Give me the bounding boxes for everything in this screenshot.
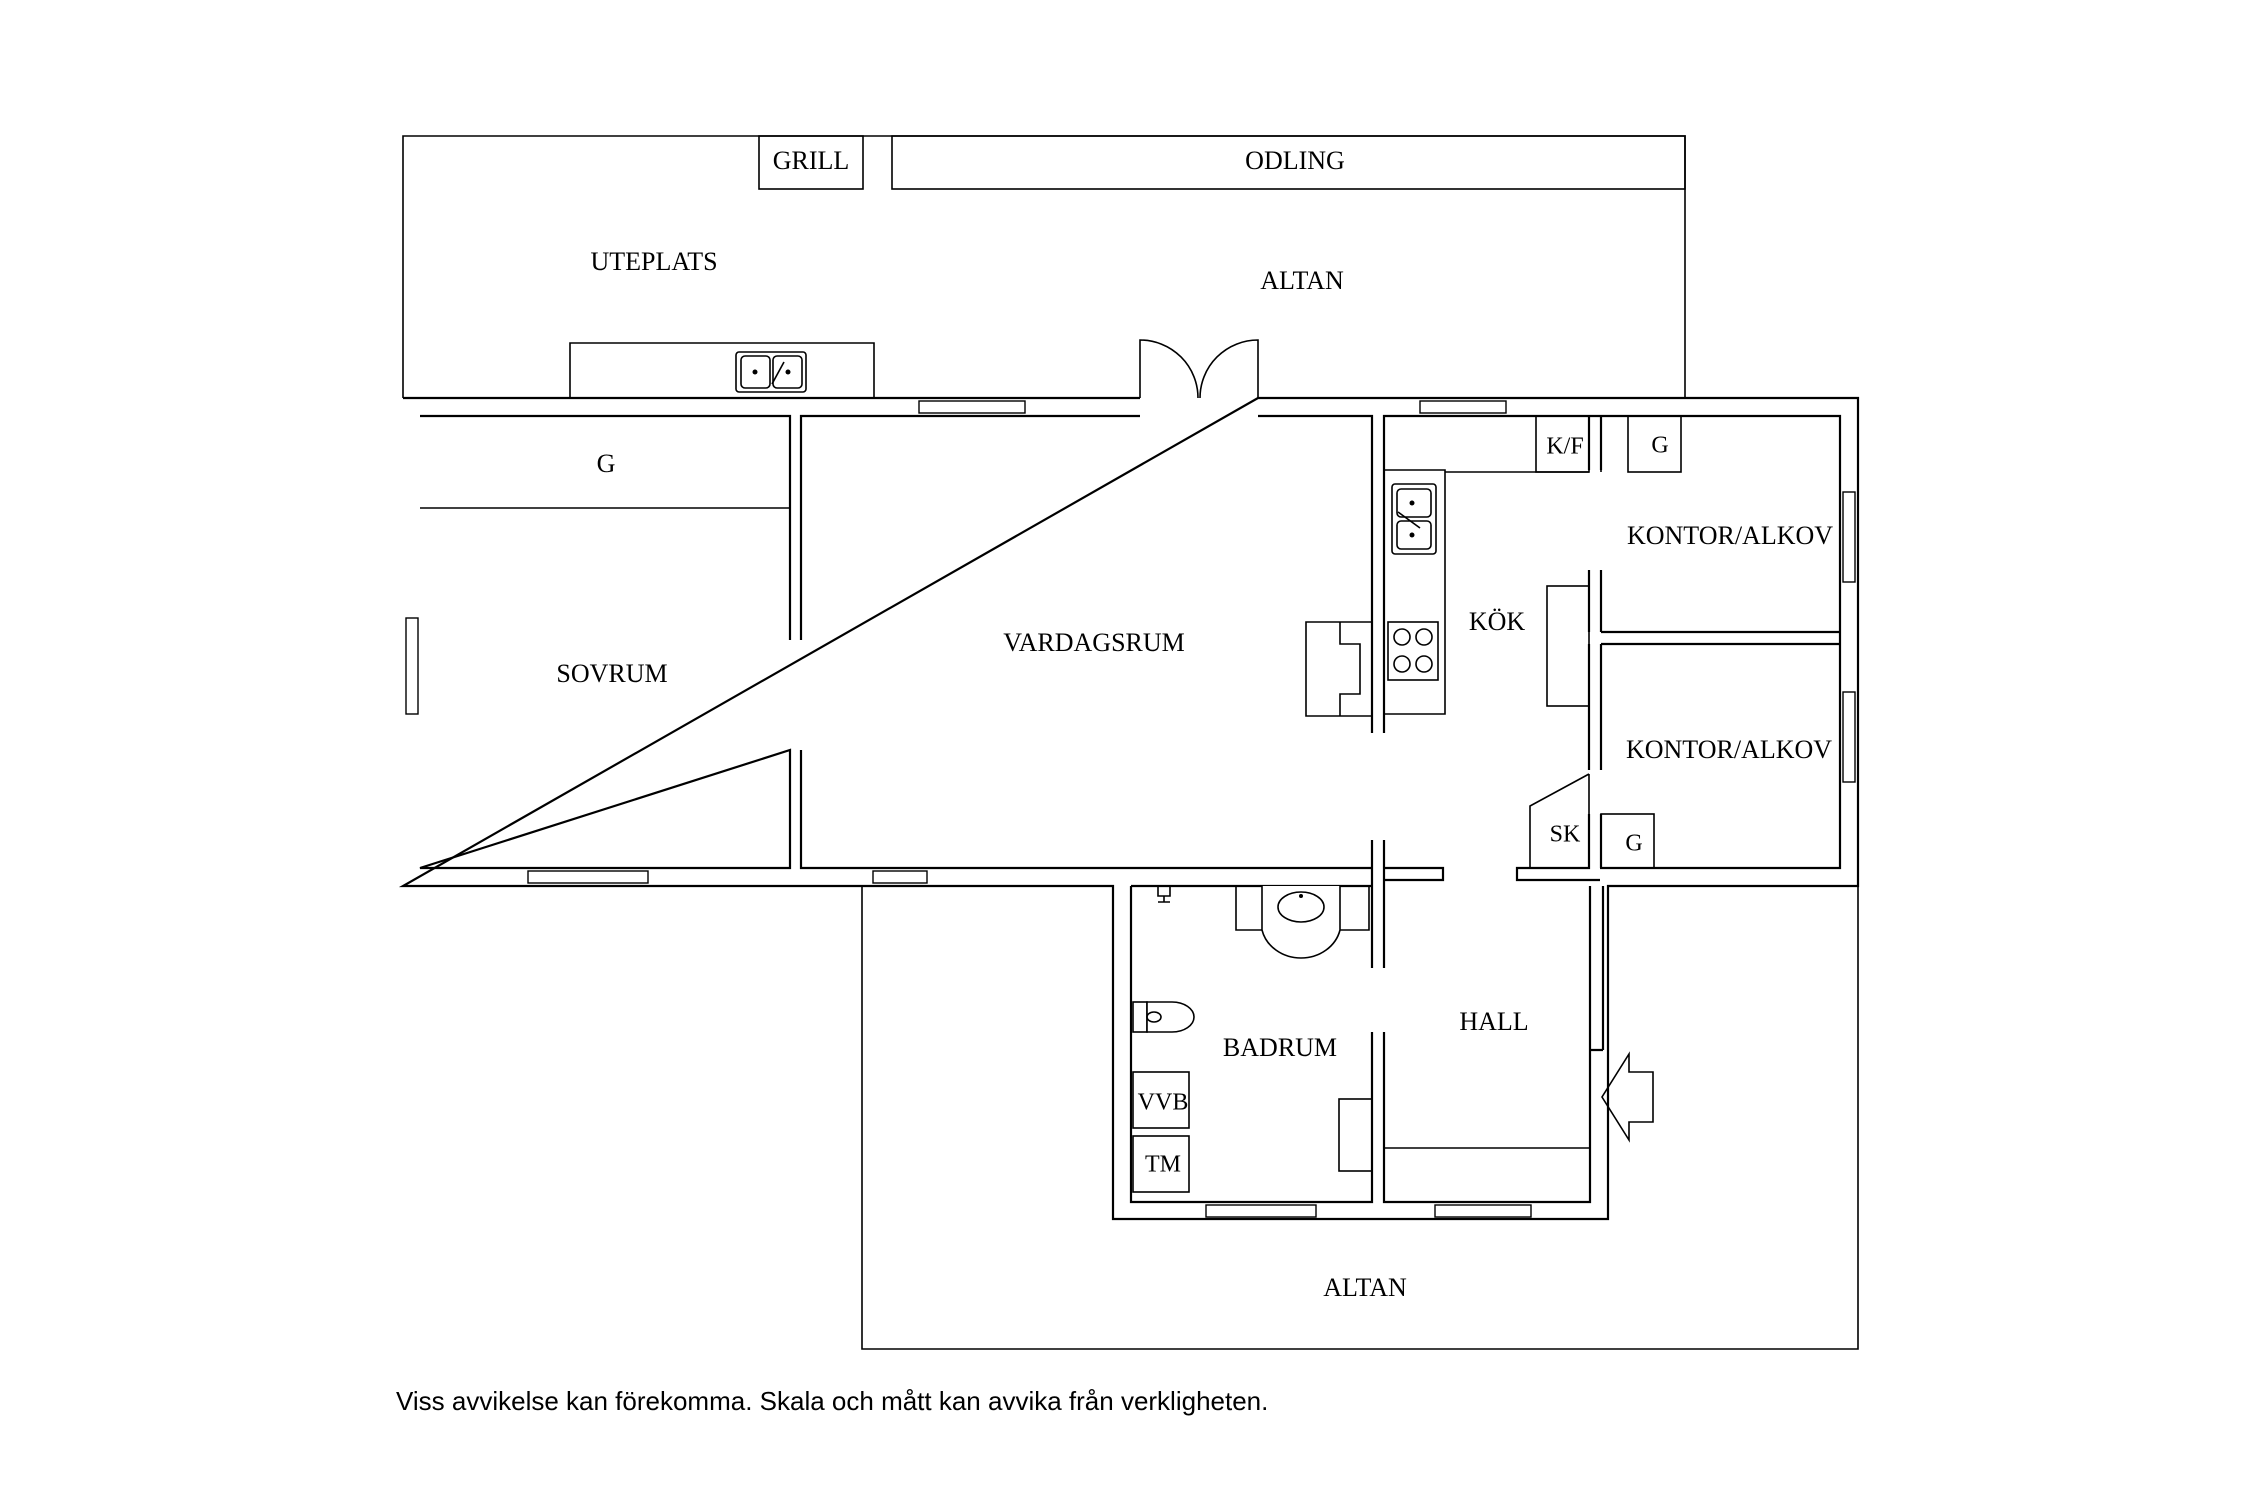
washer-box [1132, 1135, 1190, 1193]
label-vardagsrum: VARDAGSRUM [1003, 628, 1185, 657]
window-top-living [918, 400, 1026, 414]
label-g-bedroom: G [597, 449, 616, 478]
label-uteplats: UTEPLATS [590, 247, 717, 276]
window-right-office1 [1842, 491, 1856, 583]
label-kontor2: KONTOR/ALKOV [1626, 735, 1832, 764]
fridge-box [1535, 415, 1590, 473]
kitchen-sink-icon [1391, 483, 1437, 555]
odling-strip [891, 135, 1686, 190]
inner-wall-living [799, 414, 1374, 870]
inner-wall-bath-hall [1129, 840, 1605, 1204]
window-bottom-hall [1434, 1204, 1532, 1218]
outer-wall [398, 396, 1860, 1221]
wardrobe-box-kitchen [1627, 415, 1682, 473]
label-tm: TM [1145, 1152, 1181, 1178]
label-kf: K/F [1546, 434, 1583, 460]
windows [405, 400, 1856, 1218]
label-kontor1: KONTOR/ALKOV [1627, 521, 1833, 550]
shower-valve-icon [1157, 886, 1171, 903]
bottom-deck-outline [861, 886, 1859, 1350]
water-heater-box [1132, 1071, 1190, 1129]
bathroom-fixtures [1132, 886, 1373, 1193]
closet-sk [1529, 773, 1590, 868]
window-bottom-bedroom [527, 870, 649, 884]
outdoor-sink-icon [735, 351, 807, 393]
label-odling: ODLING [1245, 146, 1345, 175]
window-bottom-living [872, 870, 928, 884]
label-g-hall: G [1625, 831, 1642, 857]
office-fixtures [1529, 585, 1655, 869]
hall-fixtures [1384, 1051, 1654, 1149]
grill-box [758, 135, 864, 190]
label-badrum: BADRUM [1223, 1033, 1337, 1062]
outdoor-counter [569, 342, 875, 398]
inner-wall-left [419, 414, 792, 870]
label-sk: SK [1550, 822, 1581, 848]
label-hall: HALL [1459, 1007, 1528, 1036]
window-left-bedroom [405, 617, 419, 715]
double-door [1139, 339, 1259, 399]
kitchen-fixtures [1305, 415, 1682, 717]
inner-wall-kitchen [1382, 414, 1842, 870]
window-right-office2 [1842, 691, 1856, 783]
fireplace [1305, 621, 1372, 717]
outdoor-areas [402, 135, 1859, 1350]
stove-icon [1387, 621, 1439, 681]
label-grill: GRILL [773, 146, 850, 175]
bath-sink-icon [1261, 886, 1341, 959]
window-bottom-bath [1205, 1204, 1317, 1218]
disclaimer-text: Viss avvikelse kan förekomma. Skala och … [396, 1386, 1269, 1416]
label-sovrum: SOVRUM [556, 659, 667, 688]
label-kok: KÖK [1469, 607, 1526, 636]
room-labels: GRILL ODLING UTEPLATS ALTAN G SOVRUM VAR… [556, 146, 1833, 1302]
label-altan-top: ALTAN [1260, 266, 1344, 295]
office1-desk [1546, 585, 1590, 707]
label-vvb: VVB [1138, 1090, 1189, 1116]
entrance-arrow-icon [1601, 1051, 1654, 1143]
wardrobe-box-hall [1600, 813, 1655, 869]
label-g-kitchen: G [1651, 433, 1668, 459]
office-partitions [1515, 416, 1840, 882]
bath-cabinet [1338, 1098, 1373, 1172]
toilet-icon [1132, 1001, 1195, 1033]
label-altan-bottom: ALTAN [1323, 1273, 1407, 1302]
window-top-kitchen [1419, 400, 1507, 414]
hall-bench [1384, 1132, 1591, 1149]
